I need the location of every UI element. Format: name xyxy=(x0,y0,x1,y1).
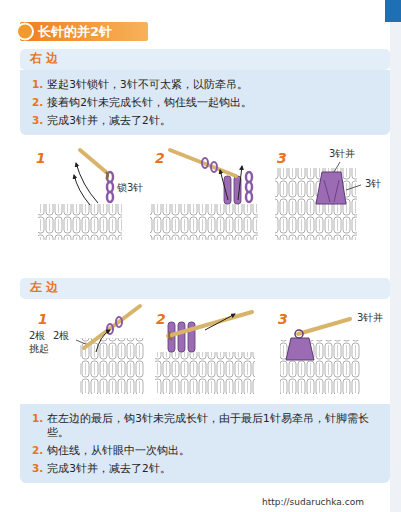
callout-label: 2根 xyxy=(28,330,46,342)
callout-label: 3针并 xyxy=(356,312,384,324)
section-heading: 右 边 xyxy=(30,52,58,66)
title-text: 长针的并2针 xyxy=(38,23,112,40)
callout-label: 3针 xyxy=(364,178,382,190)
stitch-figure xyxy=(280,319,360,394)
section-band xyxy=(20,49,390,70)
stitch-figure xyxy=(275,162,361,240)
step-number: 1 xyxy=(36,150,46,166)
step-number: 2 xyxy=(155,150,165,166)
step-number: 3. xyxy=(32,113,43,127)
callout-label: 2根 xyxy=(52,330,70,342)
step-text: 竖起3针锁针，3针不可太紧，以防牵吊。 xyxy=(47,77,380,91)
stitch-figure xyxy=(76,306,144,394)
callout-label: 3针并 xyxy=(328,148,356,160)
instruction-box: 1. 竖起3针锁针，3针不可太紧，以防牵吊。 2. 接着钩2针未完成长针，钩住线一起钩… xyxy=(20,70,390,135)
page-edge xyxy=(390,0,401,512)
step-number: 2 xyxy=(156,311,166,327)
step-number: 1. xyxy=(32,77,43,91)
stitch-figure xyxy=(38,150,122,240)
step-text: 接着钩2针未完成长针，钩住线一起钩出。 xyxy=(47,95,380,109)
step-text: 完成3针并，减去了2针。 xyxy=(47,113,380,127)
stitch-figure xyxy=(155,312,255,394)
step-number: 3 xyxy=(278,311,288,327)
section-heading: 左 边 xyxy=(30,281,58,295)
step-text: 钩住线，从针眼中一次钩出。 xyxy=(47,443,380,457)
step-number: 2. xyxy=(32,95,43,109)
step-number: 3. xyxy=(32,461,43,475)
callout-label: 锁3针 xyxy=(116,182,144,194)
step-number: 1 xyxy=(38,311,48,327)
stitch-figure xyxy=(150,150,258,240)
step-text: 完成3针并，减去了2针。 xyxy=(47,461,380,475)
watermark: http://sudaruchka.com xyxy=(262,497,364,507)
step-number: 3 xyxy=(277,150,287,166)
tab xyxy=(385,0,401,22)
step-text: 在左边的最后，钩3针未完成长针，由于最后1针易牵吊，针脚需长些。 xyxy=(47,411,380,439)
title-banner xyxy=(20,22,148,41)
instruction-box: 1.在左边的最后，钩3针未完成长针，由于最后1针易牵吊，针脚需长些。 2. 钩住线，… xyxy=(20,404,390,483)
section-band xyxy=(20,278,390,299)
callout-label: 挑起 xyxy=(28,343,50,355)
title-dot xyxy=(17,24,33,40)
step-number: 2. xyxy=(32,443,43,457)
step-number: 1. xyxy=(32,411,43,439)
